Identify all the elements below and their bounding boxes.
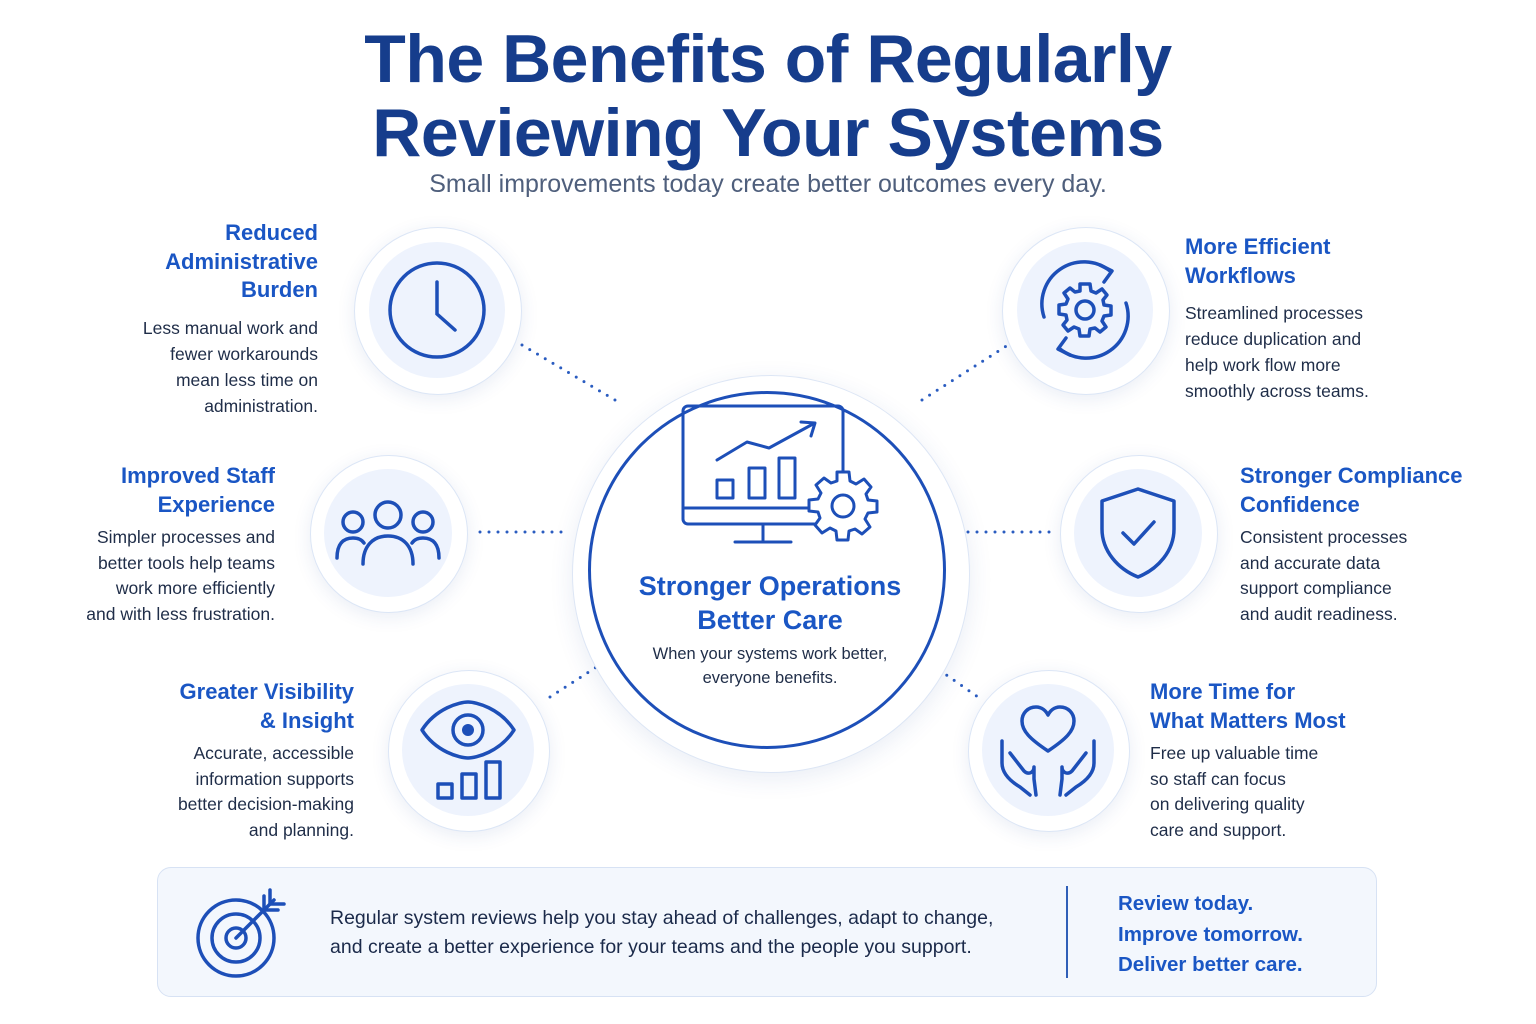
banner-call-to-action: Review today. Improve tomorrow. Deliver … xyxy=(1118,889,1303,981)
center-heading-line-1: Stronger Operations xyxy=(638,571,902,601)
banner-divider xyxy=(1066,886,1068,978)
benefit-description: Free up valuable time so staff can focus… xyxy=(1150,743,1319,840)
benefit-title: Reduced Administrative Burden xyxy=(165,220,318,302)
title-line-2: Reviewing Your Systems xyxy=(372,95,1164,171)
benefit-title: Stronger Compliance Confidence xyxy=(1240,463,1463,517)
page-title: The Benefits of Regularly Reviewing Your… xyxy=(0,22,1536,170)
cta-line-2: Improve tomorrow. xyxy=(1118,922,1303,946)
benefit-title: More Time for What Matters Most xyxy=(1150,679,1346,733)
gear-cycle-icon xyxy=(1040,260,1130,360)
page-subtitle: Small improvements today create better o… xyxy=(429,170,1107,198)
cta-line-3: Deliver better care. xyxy=(1118,953,1303,976)
center-hub xyxy=(588,391,946,749)
title-line-1: The Benefits of Regularly xyxy=(364,21,1172,97)
benefit-staff-experience: Improved Staff Experience Simpler proces… xyxy=(40,462,275,627)
benefit-description: Less manual work and fewer workarounds m… xyxy=(142,317,318,416)
center-text-line-2: everyone benefits. xyxy=(702,669,838,687)
eye-chart-icon xyxy=(420,700,516,800)
connector-bottom-left xyxy=(548,655,614,699)
benefit-description: Simpler processes and better tools help … xyxy=(86,527,275,624)
benefit-compliance: Stronger Compliance Confidence Consisten… xyxy=(1240,462,1500,627)
cta-line-1: Review today. xyxy=(1118,892,1254,915)
banner-message: Regular system reviews help you stay ahe… xyxy=(330,904,1050,962)
benefit-workflows: More Efficient Workflows Streamlined pro… xyxy=(1185,233,1445,404)
center-heading: Stronger Operations Better Care xyxy=(588,569,952,637)
connector-top-right xyxy=(920,343,1010,402)
center-text-line-1: When your systems work better, xyxy=(652,645,888,663)
benefit-icon-fill-workflows xyxy=(1017,242,1153,378)
benefit-time: More Time for What Matters Most Free up … xyxy=(1150,678,1410,843)
benefit-description: Consistent processes and accurate data s… xyxy=(1240,527,1408,624)
benefit-title: Improved Staff Experience xyxy=(120,463,275,517)
benefit-visibility: Greater Visibility & Insight Accurate, a… xyxy=(114,678,354,843)
benefit-icon-fill-staff-experience xyxy=(324,469,452,597)
benefit-icon-fill-visibility xyxy=(402,684,534,816)
heart-hands-icon xyxy=(1000,705,1096,797)
center-text: When your systems work better, everyone … xyxy=(588,642,952,690)
banner-message-line-1: Regular system reviews help you stay ahe… xyxy=(330,907,994,929)
clock-icon xyxy=(388,261,486,359)
summary-banner xyxy=(157,867,1377,997)
benefit-icon-fill-reduced-burden xyxy=(369,242,505,378)
benefit-reduced-burden: Reduced Administrative Burden Less manua… xyxy=(98,219,318,419)
shield-check-icon xyxy=(1100,487,1176,579)
monitor-growth-chart-gear-icon xyxy=(681,404,879,544)
team-icon xyxy=(335,500,441,566)
target-arrow-icon xyxy=(196,888,286,978)
benefit-description: Streamlined processes reduce duplication… xyxy=(1185,303,1369,401)
benefit-title: More Efficient Workflows xyxy=(1185,234,1331,288)
connector-top-left xyxy=(520,343,617,402)
benefit-icon-fill-time xyxy=(982,684,1114,816)
banner-message-line-2: and create a better experience for your … xyxy=(330,936,972,958)
benefit-icon-fill-compliance xyxy=(1074,469,1202,597)
center-heading-line-2: Better Care xyxy=(697,605,843,635)
benefit-description: Accurate, accessible information support… xyxy=(177,743,354,840)
benefit-title: Greater Visibility & Insight xyxy=(179,679,354,733)
